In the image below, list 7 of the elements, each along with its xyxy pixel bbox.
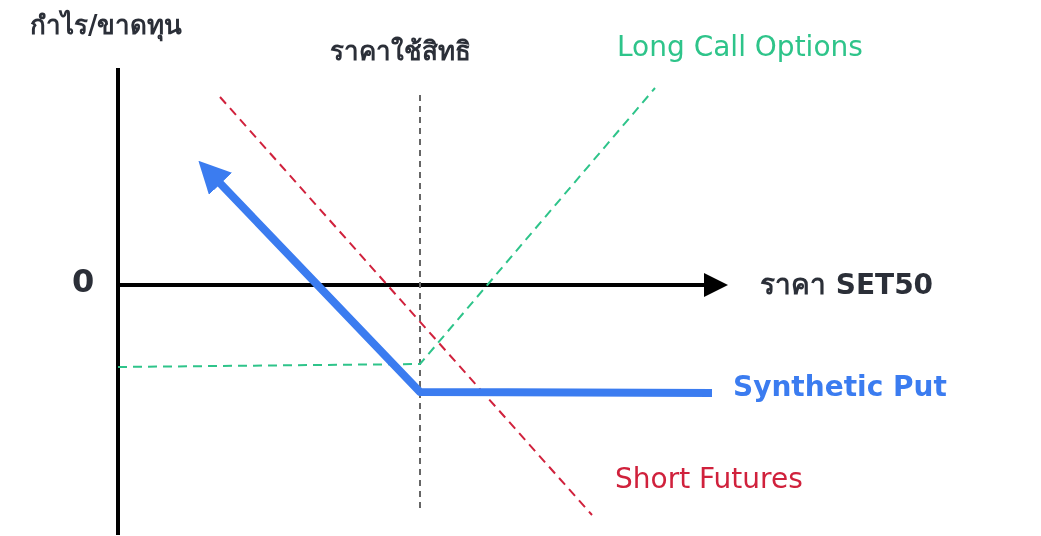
- line-label: Synthetic Put: [733, 370, 947, 404]
- axis-value: 0: [72, 262, 95, 301]
- line-label: Long Call Options: [617, 30, 863, 64]
- line-label: Short Futures: [615, 462, 803, 496]
- strike-price-label: ราคาใช้สิทธิ: [330, 36, 471, 68]
- axis-title: กำไร/ขาดทุน: [30, 10, 183, 42]
- axis-title: ราคา SET50: [760, 268, 934, 302]
